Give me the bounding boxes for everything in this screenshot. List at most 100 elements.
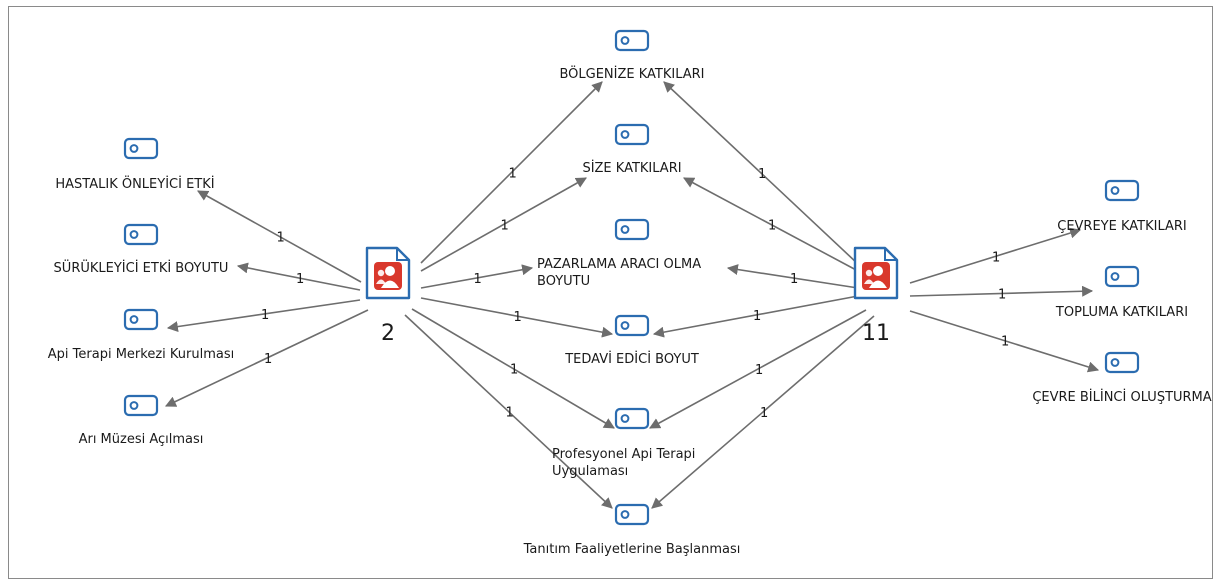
code-node-cevrebilinci[interactable]: ÇEVRE BİLİNCİ OLUŞTURMA — [1032, 351, 1212, 405]
code-label: BÖLGENİZE KATKILARI — [559, 65, 704, 82]
edge-weight-label: 1 — [509, 167, 517, 182]
edge-weight-label: 1 — [501, 219, 509, 234]
edge-c2-surukleyici: 1 — [236, 262, 361, 291]
edge-line[interactable] — [663, 81, 859, 265]
edge-weight-label: 1 — [992, 251, 1000, 266]
code-node-cevreye[interactable]: ÇEVREYE KATKILARI — [1057, 179, 1187, 234]
edge-line[interactable] — [404, 314, 613, 509]
case-label: 2 — [381, 321, 395, 346]
edge-weight-label: 1 — [510, 363, 518, 378]
tag-icon — [123, 137, 159, 160]
edge-line[interactable] — [909, 285, 1094, 297]
tag-icon — [1104, 351, 1140, 374]
tag-icon — [614, 314, 650, 337]
edge-line[interactable] — [652, 295, 859, 338]
code-label: ÇEVREYE KATKILARI — [1057, 219, 1187, 234]
edge-line[interactable] — [165, 309, 369, 407]
code-node-tanitim[interactable]: Tanıtım Faaliyetlerine Başlanması — [523, 503, 741, 557]
edge-c2-tedavi: 1 — [420, 297, 614, 338]
case-node-c11[interactable]: 11 — [853, 246, 899, 346]
edge-line[interactable] — [420, 297, 614, 338]
tag-icon — [614, 503, 650, 526]
edge-weight-label: 1 — [506, 406, 514, 421]
edge-weight-label: 1 — [755, 363, 763, 378]
edge-line[interactable] — [236, 262, 361, 291]
code-node-arimuzesi[interactable]: Arı Müzesi Açılması — [79, 394, 204, 447]
code-label: Arı Müzesi Açılması — [79, 432, 204, 447]
edge-c11-topluma: 1 — [909, 285, 1094, 303]
code-node-surukleyici[interactable]: SÜRÜKLEYİCİ ETKİ BOYUTU — [54, 223, 229, 276]
edge-c11-tanitim: 1 — [651, 315, 875, 509]
edge-weight-label: 1 — [758, 167, 766, 182]
edge-line[interactable] — [726, 264, 859, 289]
code-label: Api Terapi Merkezi Kurulması — [48, 347, 234, 362]
edge-line[interactable] — [649, 309, 867, 429]
edge-line[interactable] — [420, 177, 587, 272]
edge-c11-tedavi: 1 — [652, 295, 859, 338]
edge-weight-label: 1 — [998, 288, 1006, 303]
edge-line[interactable] — [651, 315, 875, 509]
edge-weight-label: 1 — [753, 309, 761, 324]
code-label: ÇEVRE BİLİNCİ OLUŞTURMA — [1032, 389, 1211, 405]
code-node-apiterapi[interactable]: Api Terapi Merkezi Kurulması — [48, 308, 234, 362]
case-node-c2[interactable]: 2 — [365, 246, 411, 346]
edge-line[interactable] — [411, 308, 615, 429]
code-node-tedavi[interactable]: TEDAVİ EDİCİ BOYUT — [564, 314, 699, 367]
code-label: Tanıtım Faaliyetlerine Başlanması — [523, 542, 741, 557]
edge-line[interactable] — [420, 81, 603, 264]
edge-weight-label: 1 — [261, 308, 269, 323]
edge-line[interactable] — [197, 190, 362, 283]
code-node-hastalik[interactable]: HASTALIK ÖNLEYİCİ ETKİ — [55, 137, 215, 192]
edge-c2-bolgenize: 1 — [420, 81, 603, 264]
edge-c11-pazarlama: 1 — [726, 264, 859, 289]
code-label: SÜRÜKLEYİCİ ETKİ BOYUTU — [54, 259, 229, 276]
case-label: 11 — [862, 321, 890, 346]
document-person-icon — [365, 246, 411, 300]
edge-c11-cevreye: 1 — [909, 227, 1082, 284]
tag-icon — [614, 29, 650, 52]
edge-c2-profesyonel: 1 — [411, 308, 615, 429]
code-label: Uygulaması — [552, 464, 628, 479]
edge-c2-apiterapi: 1 — [166, 299, 361, 333]
edge-c11-profesyonel: 1 — [649, 309, 867, 429]
edge-c2-arimuzesi: 1 — [165, 309, 369, 407]
code-node-size[interactable]: SİZE KATKILARI — [582, 123, 682, 176]
nodes-layer: BÖLGENİZE KATKILARI SİZE KATKILARI PAZARLA… — [48, 29, 1212, 557]
edge-line[interactable] — [166, 299, 361, 333]
edge-c11-bolgenize: 1 — [663, 81, 859, 265]
edge-line[interactable] — [420, 264, 534, 289]
tag-icon — [1104, 265, 1140, 288]
code-node-bolgenize[interactable]: BÖLGENİZE KATKILARI — [559, 29, 705, 82]
edge-line[interactable] — [909, 227, 1082, 284]
code-label: BOYUTU — [537, 274, 590, 289]
edge-weight-label: 1 — [760, 406, 768, 421]
tag-icon — [614, 218, 650, 241]
tag-icon — [614, 407, 650, 430]
edge-c2-hastalik: 1 — [197, 190, 362, 283]
code-label: SİZE KATKILARI — [582, 160, 681, 176]
edge-c2-size: 1 — [420, 177, 587, 272]
tag-icon — [614, 123, 650, 146]
code-node-topluma[interactable]: TOPLUMA KATKILARI — [1055, 265, 1188, 320]
edge-c11-size: 1 — [683, 177, 859, 272]
tag-icon — [1104, 179, 1140, 202]
edge-weight-label: 1 — [264, 352, 272, 367]
edge-line[interactable] — [683, 177, 859, 272]
edge-weight-label: 1 — [1001, 335, 1009, 350]
tag-icon — [123, 308, 159, 331]
code-label: Profesyonel Api Terapi — [552, 447, 695, 462]
edge-weight-label: 1 — [277, 231, 285, 246]
edge-weight-label: 1 — [514, 310, 522, 325]
edge-weight-label: 1 — [768, 219, 776, 234]
tag-icon — [123, 223, 159, 246]
edge-weight-label: 1 — [790, 272, 798, 287]
edge-c2-pazarlama: 1 — [420, 264, 534, 289]
edge-weight-label: 1 — [474, 272, 482, 287]
code-label: TEDAVİ EDİCİ BOYUT — [564, 351, 699, 367]
edge-line[interactable] — [909, 310, 1100, 373]
code-label: HASTALIK ÖNLEYİCİ ETKİ — [55, 175, 214, 192]
